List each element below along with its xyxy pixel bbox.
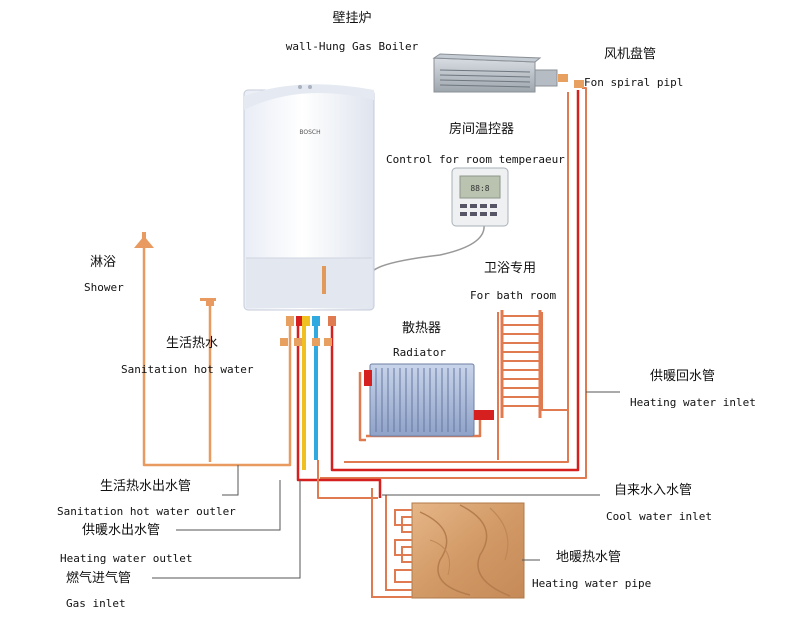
thermostat-label-cn: 房间温控器	[449, 121, 514, 137]
floor-heating-pipe	[371, 488, 412, 598]
sanitation-label-en: Sanitation hot water	[121, 363, 254, 376]
towel-rail-radiator	[500, 310, 542, 418]
boiler-brand-mark: BOSCH	[299, 129, 320, 136]
shower-head	[134, 232, 154, 248]
floor-heating-panel	[411, 502, 525, 599]
leader-lines	[152, 391, 620, 579]
cool-inlet-label-cn: 自来水入水管	[614, 483, 692, 498]
fan-label-en: Fon spiral pipl	[584, 76, 683, 89]
bath-label-en: For bath room	[470, 289, 556, 302]
fan-label-cn: 风机盘管	[604, 46, 656, 62]
shower-label-cn: 淋浴	[90, 255, 116, 270]
bath-label-cn: 卫浴专用	[484, 261, 536, 276]
heating-outlet-label-en: Heating water outlet	[60, 552, 192, 565]
svg-text:88:8: 88:8	[470, 184, 489, 193]
cool-inlet-label-en: Cool water inlet	[606, 510, 712, 523]
fan-coil-unit	[432, 53, 584, 93]
gas-inlet-label-cn: 燃气进气管	[66, 570, 131, 586]
sanitation-label-cn: 生活热水	[166, 336, 218, 351]
thermostat-label-en: Control for room temperaeur	[386, 153, 565, 166]
wall-hung-gas-boiler: BOSCH	[243, 84, 375, 311]
sanitation-outlet-label-cn: 生活热水出水管	[100, 479, 191, 494]
radiator-label-en: Radiator	[393, 346, 446, 359]
gas-inlet-label-en: Gas inlet	[66, 597, 126, 610]
floor-pipe-label-cn: 地暖热水管	[556, 550, 621, 565]
boiler-valves	[280, 316, 336, 346]
room-thermostat: 88:8	[451, 167, 509, 227]
shower-label-en: Shower	[84, 281, 124, 294]
sanitation-faucet	[200, 298, 216, 306]
radiator-label-cn: 散热器	[402, 321, 441, 336]
boiler-label-en: wall-Hung Gas Boiler	[286, 40, 419, 53]
heating-inlet-label-en: Heating water inlet	[630, 396, 756, 409]
sanitation-outlet-label-en: Sanitation hot water outler	[57, 505, 236, 518]
labels: 壁挂炉 wall-Hung Gas Boiler 风机盘管 Fon spiral…	[57, 11, 756, 610]
heating-outlet-label-cn: 供暖水出水管	[82, 523, 160, 538]
boiler-label-cn: 壁挂炉	[332, 11, 371, 26]
floor-pipe-label-en: Heating water pipe	[532, 577, 651, 590]
heating-inlet-label-cn: 供暖回水管	[650, 369, 715, 384]
radiator	[364, 363, 494, 437]
